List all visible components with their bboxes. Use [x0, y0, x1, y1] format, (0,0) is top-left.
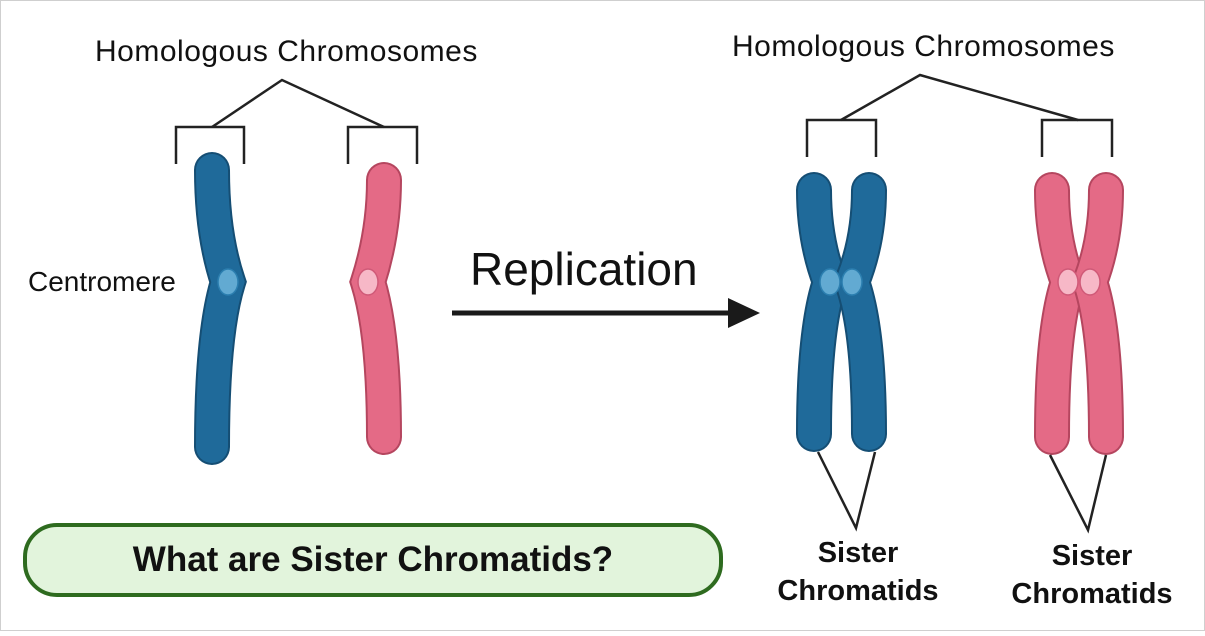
sister-chromatids-label-left: Sister Chromatids [768, 534, 948, 610]
homologous-chromosomes-label-left: Homologous Chromosomes [95, 35, 478, 68]
sister-chromatids-label-right: Sister Chromatids [1002, 537, 1182, 613]
replication-label: Replication [470, 243, 698, 295]
homologous-chromosomes-label-right: Homologous Chromosomes [732, 30, 1115, 63]
right-homologous-bracket [805, 73, 1114, 157]
replication-arrow [452, 298, 760, 328]
sister-word-left: Sister [817, 537, 899, 569]
sister-chromatids-pointer-right [1048, 454, 1108, 534]
chromatids-word-left: Chromatids [777, 575, 939, 607]
pink-chromosome-unreplicated [349, 162, 402, 455]
blue-chromosome-unreplicated [194, 152, 247, 465]
pink-chromosome-replicated [1034, 172, 1124, 455]
title-badge: What are Sister Chromatids? [23, 523, 723, 597]
title-badge-text: What are Sister Chromatids? [132, 540, 614, 579]
blue-chromosome-replicated [796, 172, 887, 452]
chromatids-word-right: Chromatids [1011, 578, 1173, 610]
sister-chromatids-pointer-left [816, 451, 877, 532]
left-homologous-bracket [174, 78, 419, 164]
sister-word-right: Sister [1051, 540, 1133, 572]
centromere-label: Centromere [28, 266, 176, 297]
